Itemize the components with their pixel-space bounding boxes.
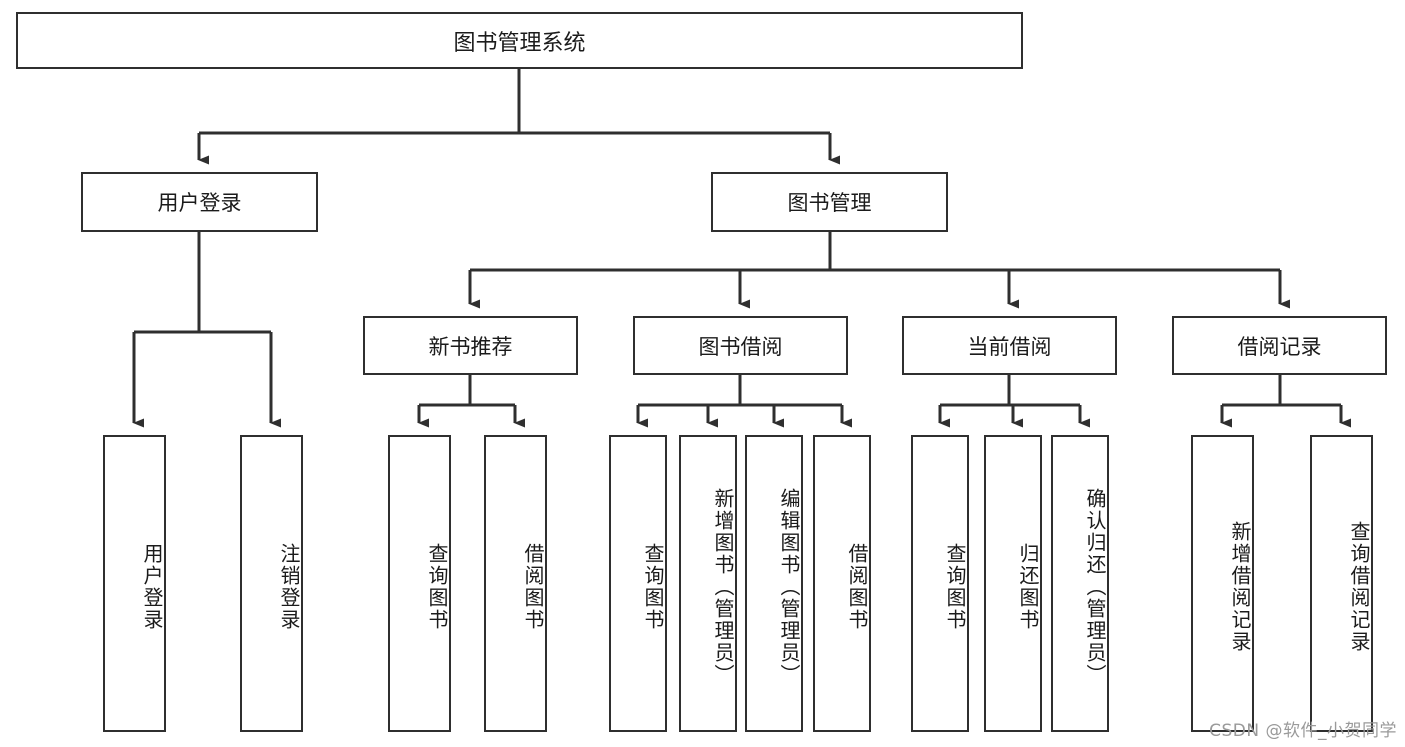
node-leaf-add-record-label: 新增借阅记录 [1228, 520, 1252, 653]
node-current-borrow-label: 当前借阅 [967, 334, 1052, 359]
node-borrow-record-label: 借阅记录 [1237, 334, 1322, 359]
node-leaf-borrow-book-brw-label: 借阅图书 [845, 542, 869, 631]
node-book-borrow[interactable]: 图书借阅 [633, 316, 848, 375]
node-leaf-query-book-brw[interactable]: 查询图书 [609, 435, 667, 732]
node-leaf-query-book-cur[interactable]: 查询图书 [911, 435, 969, 732]
node-leaf-borrow-book-brw[interactable]: 借阅图书 [813, 435, 871, 732]
node-leaf-query-record-label: 查询借阅记录 [1347, 520, 1371, 653]
node-current-borrow[interactable]: 当前借阅 [902, 316, 1117, 375]
node-leaf-edit-book[interactable]: 编辑图书（管理员） [745, 435, 803, 732]
node-leaf-return-book[interactable]: 归还图书 [984, 435, 1042, 732]
node-leaf-user-login[interactable]: 用户登录 [103, 435, 166, 732]
node-book-manage[interactable]: 图书管理 [711, 172, 948, 232]
node-leaf-user-logout-label: 注销登录 [277, 542, 301, 631]
node-root[interactable]: 图书管理系统 [16, 12, 1023, 69]
node-leaf-add-book-label: 新增图书（管理员） [711, 487, 735, 686]
node-leaf-confirm-return[interactable]: 确认归还（管理员） [1051, 435, 1109, 732]
node-user-login-label: 用户登录 [157, 191, 242, 215]
node-leaf-borrow-book-rec-label: 借阅图书 [521, 542, 545, 631]
node-leaf-query-book-rec-label: 查询图书 [425, 542, 449, 631]
node-root-label: 图书管理系统 [453, 30, 586, 56]
node-leaf-user-login-label: 用户登录 [140, 542, 164, 631]
node-leaf-user-logout[interactable]: 注销登录 [240, 435, 303, 732]
node-new-book-recommend[interactable]: 新书推荐 [363, 316, 578, 375]
node-leaf-borrow-book-rec[interactable]: 借阅图书 [484, 435, 547, 732]
node-borrow-record[interactable]: 借阅记录 [1172, 316, 1387, 375]
node-leaf-edit-book-label: 编辑图书（管理员） [777, 487, 801, 686]
node-book-manage-label: 图书管理 [787, 191, 872, 215]
node-leaf-confirm-return-label: 确认归还（管理员） [1083, 487, 1107, 686]
node-leaf-return-book-label: 归还图书 [1016, 542, 1040, 631]
node-leaf-query-book-brw-label: 查询图书 [641, 542, 665, 631]
node-new-book-recommend-label: 新书推荐 [428, 334, 513, 359]
node-leaf-query-book-cur-label: 查询图书 [943, 542, 967, 631]
node-leaf-query-record[interactable]: 查询借阅记录 [1310, 435, 1373, 732]
node-user-login[interactable]: 用户登录 [81, 172, 318, 232]
node-leaf-query-book-rec[interactable]: 查询图书 [388, 435, 451, 732]
node-leaf-add-record[interactable]: 新增借阅记录 [1191, 435, 1254, 732]
node-book-borrow-label: 图书借阅 [698, 334, 783, 359]
node-leaf-add-book[interactable]: 新增图书（管理员） [679, 435, 737, 732]
